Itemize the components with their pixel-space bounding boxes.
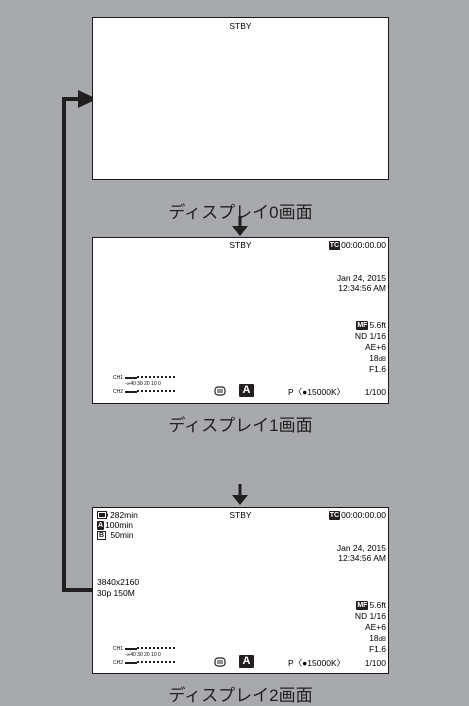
ch1-meter-scale (137, 376, 175, 380)
ch1-meter-scale (137, 647, 175, 651)
ch2-level-bar (125, 391, 137, 393)
ch2-meter-scale (137, 390, 175, 394)
loop-back-arrow (62, 97, 92, 592)
white-balance: P〈●15000K〉 (288, 387, 346, 397)
ch2-level-bar (125, 662, 137, 664)
ch1-level-bar (125, 377, 137, 379)
loop-back-arrowhead (78, 90, 97, 108)
display-2-caption: ディスプレイ2画面 (168, 686, 313, 705)
ch1-label: CH1 (113, 646, 124, 652)
status-standby: STBY (229, 510, 252, 520)
date: Jan 24, 2015 (336, 273, 386, 283)
slot-a-icon: A (97, 521, 105, 530)
date: Jan 24, 2015 (336, 543, 386, 553)
recording-format: 30p 150M (97, 588, 135, 598)
white-balance: P〈●15000K〉 (288, 658, 346, 668)
ch2-label: CH2 (113, 389, 124, 395)
battery-remaining: 282min (97, 510, 138, 520)
auto-mode-icon: A (239, 384, 254, 397)
time: 12:34:56 AM (338, 553, 386, 563)
audio-meter-ticks: -∞40 30 20 10 0 (125, 381, 161, 387)
iris: F1.6 (368, 644, 386, 654)
iris: F1.6 (368, 364, 386, 374)
ae-level: AE+6 (364, 622, 386, 632)
stabilizer-icon (214, 657, 226, 667)
shutter-speed: 1/100 (364, 658, 386, 668)
nd-filter: ND 1/16 (354, 331, 386, 341)
ch1-level-bar (125, 648, 137, 650)
timecode-value: 00:00:00.00 (341, 240, 386, 250)
battery-icon (97, 511, 108, 519)
tc-icon: TC (328, 241, 341, 250)
mf-icon: MF (356, 321, 369, 330)
down-arrow-2-head (232, 495, 248, 505)
stabilizer-icon (214, 386, 226, 396)
ch2-meter-scale (137, 661, 175, 665)
display-1-caption: ディスプレイ1画面 (168, 416, 313, 435)
ch2-label: CH2 (113, 660, 124, 666)
slot-b-icon: B (97, 531, 107, 540)
down-arrow-1-head (232, 226, 248, 236)
gain: 18dB (369, 353, 386, 363)
audio-meter-ticks: -∞40 30 20 10 0 (125, 652, 161, 658)
display-0-caption: ディスプレイ0画面 (168, 203, 313, 222)
auto-mode-icon: A (239, 655, 254, 668)
recording-resolution: 3840x2160 (97, 577, 140, 587)
display-0-screen: STBY (92, 17, 389, 180)
nd-filter: ND 1/16 (354, 611, 386, 621)
time: 12:34:56 AM (338, 283, 386, 293)
ch1-label: CH1 (113, 375, 124, 381)
mf-icon: MF (356, 601, 369, 610)
timecode-value: 00:00:00.00 (341, 510, 386, 520)
status-standby: STBY (229, 240, 252, 250)
status-standby: STBY (229, 21, 252, 31)
gain: 18dB (369, 633, 386, 643)
ae-level: AE+6 (364, 342, 386, 352)
shutter-speed: 1/100 (364, 387, 386, 397)
tc-icon: TC (328, 511, 341, 520)
slot-b-remaining: B 50min (97, 530, 134, 540)
